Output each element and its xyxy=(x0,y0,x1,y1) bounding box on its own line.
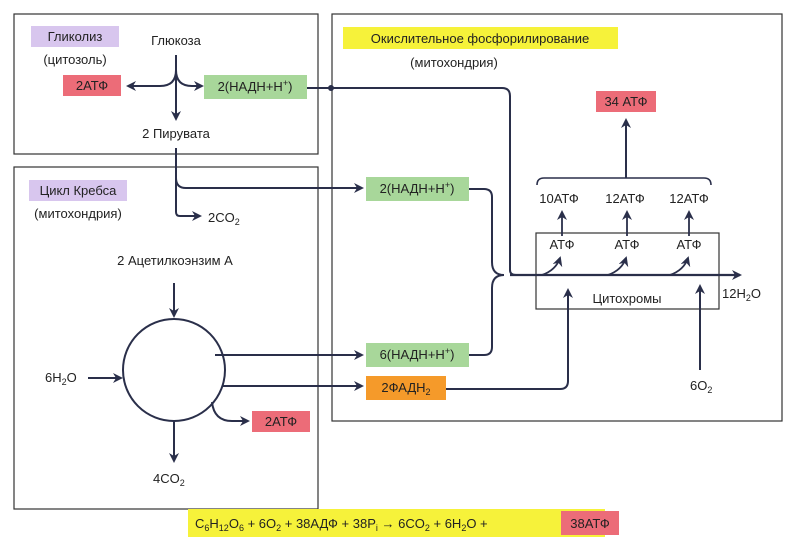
fadh-box xyxy=(366,376,446,400)
glycolysis-panel xyxy=(13,13,319,155)
atp-group-3-label: 12АТФ xyxy=(669,191,709,206)
glycolysis-atp-box xyxy=(63,75,121,96)
glycolysis-title-box xyxy=(31,26,119,47)
glycolysis-nadh-to-etc xyxy=(307,87,517,276)
atp-bracket xyxy=(536,177,712,186)
glycolysis-to-atp-arrow xyxy=(126,69,177,91)
oxidative-location: (митохондрия) xyxy=(410,55,498,70)
krebs-atp-box xyxy=(252,411,310,432)
atp-branch-2 xyxy=(607,256,629,276)
krebs-co2-top-arrow xyxy=(175,198,202,221)
glycolysis-nadh-box xyxy=(204,75,307,99)
total-atp-box xyxy=(596,91,656,112)
acetyl-coa-label: 2 Ацетилкоэнзим А xyxy=(117,253,233,268)
fadh-to-cytochromes-arrow xyxy=(446,288,573,390)
equation-atp-box xyxy=(561,511,619,535)
krebs-panel xyxy=(13,166,319,510)
pyruvate-label: 2 Пирувата xyxy=(142,126,211,141)
oxidative-panel xyxy=(331,13,783,422)
krebs-title-box xyxy=(29,180,127,201)
water-out-label: 12H2O xyxy=(722,286,761,303)
krebs-cycle-circle xyxy=(122,318,226,422)
equation-text: C6H12O6 + 6O2 + 38АДФ + 38Pi → 6CO2 + 6H… xyxy=(195,516,488,533)
krebs-co2-top-label: 2CO2 xyxy=(208,210,240,227)
oxygen-in-label: 6O2 xyxy=(690,378,712,395)
krebs-location: (митохондрия) xyxy=(34,206,122,221)
glycolysis-title: Гликолиз xyxy=(48,29,103,44)
glycolysis-atp-label: 2АТФ xyxy=(76,78,108,93)
fadh-label: 2ФАДН2 xyxy=(381,380,430,397)
atp-cell-1: АТФ xyxy=(549,237,574,252)
krebs-co2-bottom-label: 4CO2 xyxy=(153,471,185,488)
atp-group-1-label: 10АТФ xyxy=(539,191,579,206)
pyruvate-to-nadh-arrow xyxy=(175,177,364,193)
krebs-water-label: 6H2O xyxy=(45,370,77,387)
oxidative-title: Окислительное фосфорилирование xyxy=(371,31,589,46)
pyruvate-nadh-label: 2(НАДН+Н+) xyxy=(380,180,455,196)
krebs-title: Цикл Кребса xyxy=(40,183,118,198)
atp-branch-3 xyxy=(669,256,691,276)
krebs-atp-label: 2АТФ xyxy=(265,414,297,429)
atp-cell-2: АТФ xyxy=(614,237,639,252)
cytochromes-label: Цитохромы xyxy=(592,291,661,306)
pyruvate-nadh-to-etc xyxy=(469,188,505,276)
glycolysis-to-nadh-arrow xyxy=(175,69,204,91)
krebs-nadh-label: 6(НАДН+Н+) xyxy=(380,346,455,362)
atp-group-2-label: 12АТФ xyxy=(605,191,645,206)
equation-atp-label: 38АТФ xyxy=(570,516,610,531)
pyruvate-nadh-box xyxy=(366,177,469,201)
atp-branch-1 xyxy=(541,256,563,276)
equation-box xyxy=(188,509,605,537)
krebs-nadh-to-etc xyxy=(469,274,505,356)
glycolysis-location: (цитозоль) xyxy=(43,52,106,67)
glycolysis-nadh-label: 2(НАДН+Н+) xyxy=(218,78,293,94)
atp-cell-3: АТФ xyxy=(676,237,701,252)
glucose-label: Глюкоза xyxy=(151,33,202,48)
total-atp-label: 34 АТФ xyxy=(604,94,647,109)
oxidative-title-box xyxy=(343,27,618,49)
krebs-nadh-box xyxy=(366,343,469,367)
cycle-to-atp-arrow xyxy=(211,401,250,426)
